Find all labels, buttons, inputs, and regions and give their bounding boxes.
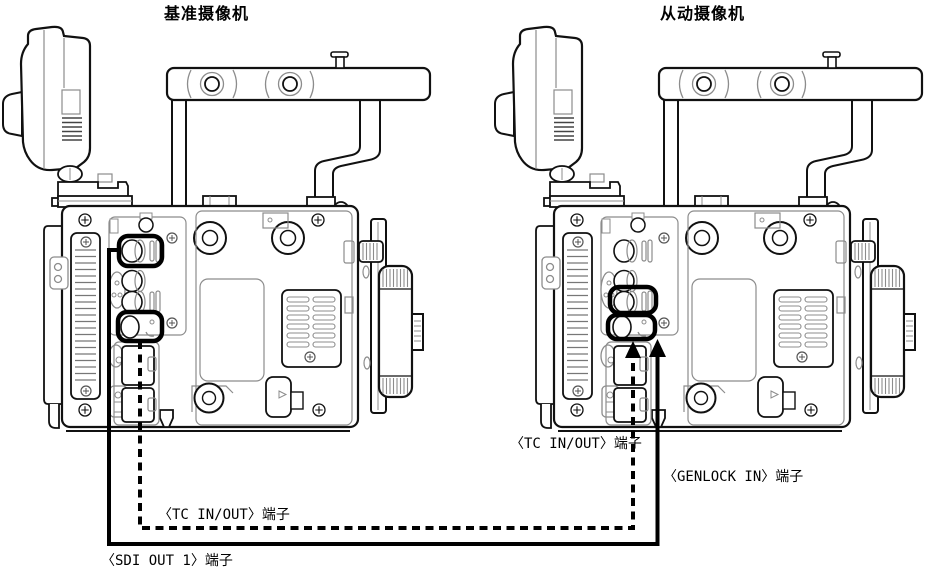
genlock-in-label: 〈GENLOCK IN〉端子 — [663, 469, 804, 485]
tc-arrowhead — [625, 341, 641, 358]
highlight-tc-terminal-reference — [115, 309, 165, 344]
reference-camera-title: 基准摄像机 — [164, 4, 250, 23]
reference-camera-drawing — [3, 27, 430, 431]
genlock-arrowhead — [649, 339, 666, 357]
sdi-to-genlock-cable — [107, 248, 666, 546]
tc-to-tc-cable — [138, 341, 641, 530]
highlight-tc-terminal-slave — [605, 312, 658, 342]
tc-in-out-label-reference: 〈TC IN/OUT〉端子 — [158, 507, 290, 523]
tc-in-out-label-slave: 〈TC IN/OUT〉端子 — [510, 436, 642, 452]
slave-camera-title: 从动摄像机 — [660, 4, 746, 23]
highlight-sdi-out1-terminal — [116, 233, 165, 269]
slave-camera-drawing — [495, 27, 922, 431]
sdi-out1-label: 〈SDI OUT 1〉端子 — [101, 553, 233, 569]
